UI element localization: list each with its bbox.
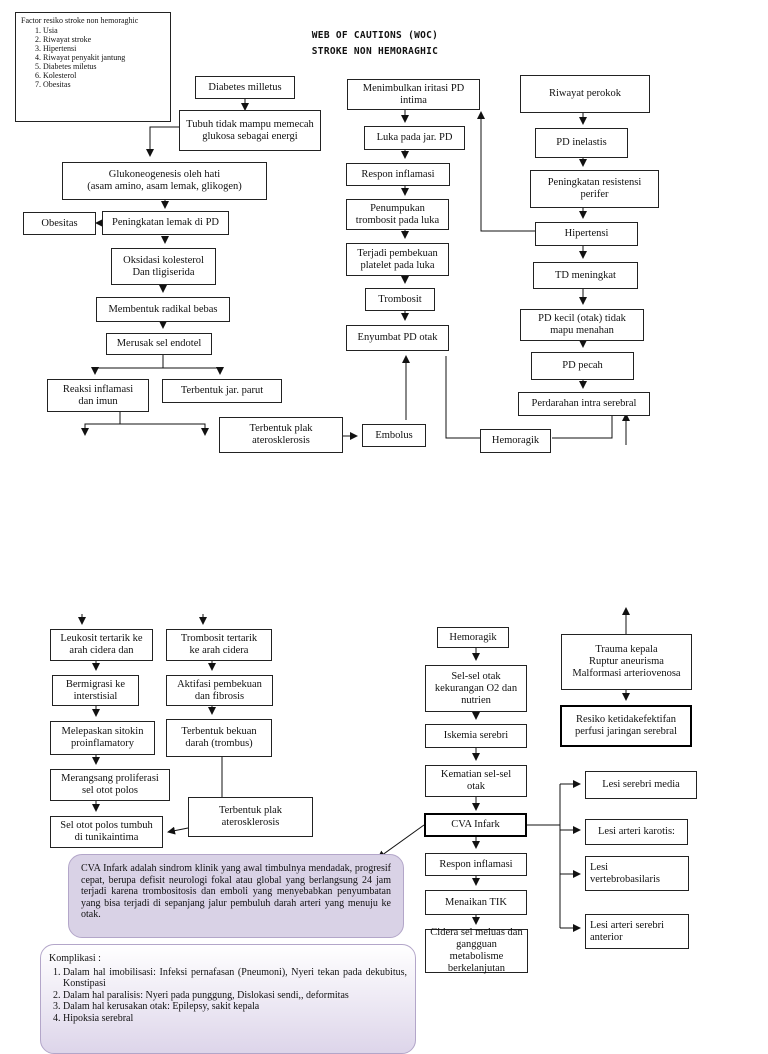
node-luka: Luka pada jar. PD (364, 126, 465, 150)
node-lesi-karotis: Lesi arteri karotis: (585, 819, 688, 845)
legend-list: Usia Riwayat stroke Hipertensi Riwayat p… (21, 26, 165, 89)
node-iritasi: Menimbulkan iritasi PD intima (347, 79, 480, 110)
node-lesi-serebri-media: Lesi serebri media (585, 771, 697, 799)
node-enyumbat: Enyumbat PD otak (346, 325, 449, 351)
title-line-1: WEB OF CAUTIONS (WOC) (311, 30, 439, 41)
node-obesitas: Obesitas (23, 212, 96, 235)
node-plak-2: Terbentuk plak aterosklerosis (188, 797, 313, 837)
node-cidera: Cidera sel meluas dan gangguan metabolis… (425, 927, 528, 974)
node-plak-1: Terbentuk plak aterosklerosis (219, 417, 343, 453)
node-kematian: Kematian sel-sel otak (425, 765, 527, 797)
node-hemoragik-1: Hemoragik (480, 429, 551, 453)
node-radikal: Membentuk radikal bebas (96, 297, 230, 322)
node-leukosit: Leukosit tertarik ke arah cidera dan (50, 629, 153, 661)
legend-item: Hipertensi (43, 44, 165, 53)
legend-item: Diabetes miletus (43, 62, 165, 71)
legend-item: Obesitas (43, 80, 165, 89)
complication-item: Dalam hal paralisis: Nyeri pada punggung… (63, 990, 407, 1002)
diagram-title: WEB OF CAUTIONS (WOC) STROKE NON HEMORAG… (280, 30, 470, 57)
node-hemoragik-2: Hemoragik (437, 627, 509, 648)
node-trauma: Trauma kepala Ruptur aneurisma Malformas… (561, 634, 692, 690)
node-tik: Menaikan TIK (425, 890, 527, 915)
node-pembekuan: Terjadi pembekuan platelet pada luka (346, 243, 449, 276)
node-lesi-vertebrobasilaris: Lesi vertebrobasilaris (585, 856, 689, 891)
legend-item: Riwayat penyakit jantung (43, 53, 165, 62)
node-sitokin: Melepaskan sitokin proinflamatory (50, 721, 155, 755)
node-bekuan: Terbentuk bekuan darah (trombus) (166, 719, 272, 757)
complications-note: Komplikasi : Dalam hal imobilisasi: Infe… (40, 944, 416, 1054)
node-lesi-serebri-anterior: Lesi arteri serebri anterior (585, 914, 689, 949)
node-inelastis: PD inelastis (535, 128, 628, 158)
node-glukoneogenesis: Glukoneogenesis oleh hati (asam amino, a… (62, 162, 267, 200)
node-diabetes: Diabetes milletus (195, 76, 295, 99)
complication-item: Hipoksia serebral (63, 1013, 407, 1025)
node-trombosit-tertarik: Trombosit tertarik ke arah cidera (166, 629, 272, 661)
legend-item: Riwayat stroke (43, 35, 165, 44)
node-perokok: Riwayat perokok (520, 75, 650, 113)
risk-factor-legend: Factor resiko stroke non hemoraghic Usia… (15, 12, 171, 122)
node-hipertensi: Hipertensi (535, 222, 638, 246)
complications-list: Dalam hal imobilisasi: Infeksi pernafasa… (49, 967, 407, 1025)
complications-heading: Komplikasi : (49, 953, 101, 964)
node-otot-polos: Sel otot polos tumbuh di tunikaintima (50, 816, 163, 848)
legend-item: Kolesterol (43, 71, 165, 80)
node-reaksi: Reaksi inflamasi dan imun (47, 379, 149, 412)
node-embolus: Embolus (362, 424, 426, 447)
node-cva-infark: CVA Infark (424, 813, 527, 837)
node-parut: Terbentuk jar. parut (162, 379, 282, 403)
node-perdarahan: Perdarahan intra serebral (518, 392, 650, 416)
node-td: TD meningkat (533, 262, 638, 289)
definition-note: CVA Infark adalah sindrom klinik yang aw… (68, 854, 404, 938)
node-tubuh: Tubuh tidak mampu memecah glukosa sebaga… (179, 110, 321, 151)
node-proliferasi: Merangsang proliferasi sel otot polos (50, 769, 170, 801)
node-respon-1: Respon inflamasi (346, 163, 450, 186)
node-sel-otak: Sel-sel otak kekurangan O2 dan nutrien (425, 665, 527, 712)
node-iskemia: Iskemia serebri (425, 724, 527, 748)
connector-lines (78, 99, 630, 932)
node-lemak: Peningkatan lemak di PD (102, 211, 229, 235)
node-trombosit: Trombosit (365, 288, 435, 311)
node-aktifasi: Aktifasi pembekuan dan fibrosis (166, 675, 273, 706)
node-respon-2: Respon inflamasi (425, 853, 527, 876)
node-pecah: PD pecah (531, 352, 634, 380)
node-pd-kecil: PD kecil (otak) tidak mapu menahan (520, 309, 644, 341)
node-bermigrasi: Bermigrasi ke interstisial (52, 675, 139, 706)
node-resiko: Resiko ketidakefektifan perfusi jaringan… (560, 705, 692, 747)
complication-item: Dalam hal imobilisasi: Infeksi pernafasa… (63, 967, 407, 990)
node-oksidasi: Oksidasi kolesterol Dan tligiserida (111, 248, 216, 285)
title-line-2: STROKE NON HEMORAGHIC (311, 46, 439, 57)
legend-heading: Factor resiko stroke non hemoraghic (21, 16, 139, 25)
complication-item: Dalam hal kerusakan otak: Epilepsy, saki… (63, 1001, 407, 1013)
node-merusak: Merusak sel endotel (106, 333, 212, 355)
node-resistensi: Peningkatan resistensi perifer (530, 170, 659, 208)
node-penumpukan: Penumpukan trombosit pada luka (346, 199, 449, 230)
legend-item: Usia (43, 26, 165, 35)
